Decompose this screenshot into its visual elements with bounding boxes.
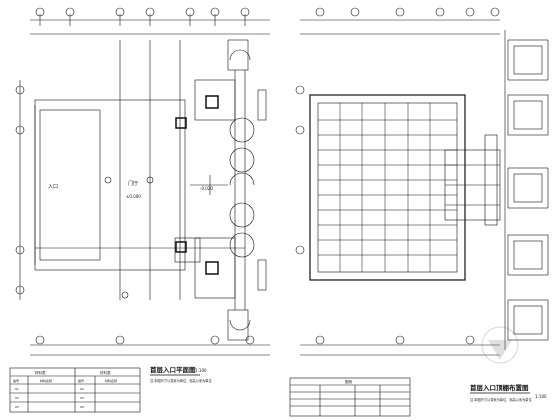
left-drawing-title: 首层入口平面图 xyxy=(150,365,196,374)
right-drawing-scale: 1:100 xyxy=(535,394,547,399)
legend-left-cell: 02 xyxy=(80,387,84,391)
area-text: ±0.000 xyxy=(126,194,141,199)
legend-left-col-3: 编号 xyxy=(78,378,84,383)
right-drawing-title: 首层入口顶棚布置图 xyxy=(470,383,529,392)
room-label-center: 门厅 xyxy=(128,180,138,187)
column xyxy=(175,241,187,253)
right-ceiling-plan xyxy=(295,7,501,356)
legend-left-cell: 04 xyxy=(80,396,84,400)
legend-table-right xyxy=(289,377,411,417)
door-arcs xyxy=(229,49,255,331)
watermark-logo xyxy=(481,326,519,364)
left-drawing-scale: 1:100 xyxy=(195,368,207,373)
room-label-left: 入口 xyxy=(48,184,58,190)
legend-left-header-2: 材料表 xyxy=(100,370,111,375)
ceiling-grid xyxy=(318,103,457,272)
legend-left-col-1: 编号 xyxy=(13,378,19,383)
legend-left-cell: 01 xyxy=(15,387,19,391)
legend-table-left xyxy=(9,367,141,413)
column xyxy=(205,261,219,275)
left-plan xyxy=(15,7,270,356)
legend-left-cell: 05 xyxy=(15,405,19,409)
legend-left-col-4: 材料名称 xyxy=(105,378,117,383)
column xyxy=(175,117,187,129)
legend-right-title: 图例 xyxy=(345,379,353,384)
legend-left-cell: 06 xyxy=(80,405,84,409)
legend-left-cell: 03 xyxy=(15,396,19,400)
right-note: 注:本图尺寸以毫米为单位，标高以米为单位 xyxy=(470,397,532,402)
column xyxy=(205,95,219,109)
level-text: -0.020 xyxy=(200,186,213,191)
legend-left-header-1: 材料表 xyxy=(35,370,46,375)
legend-left-col-2: 材料名称 xyxy=(40,378,52,383)
left-note: 注:本图尺寸以毫米为单位，标高以米为单位 xyxy=(150,378,212,383)
side-elevations xyxy=(504,30,549,350)
